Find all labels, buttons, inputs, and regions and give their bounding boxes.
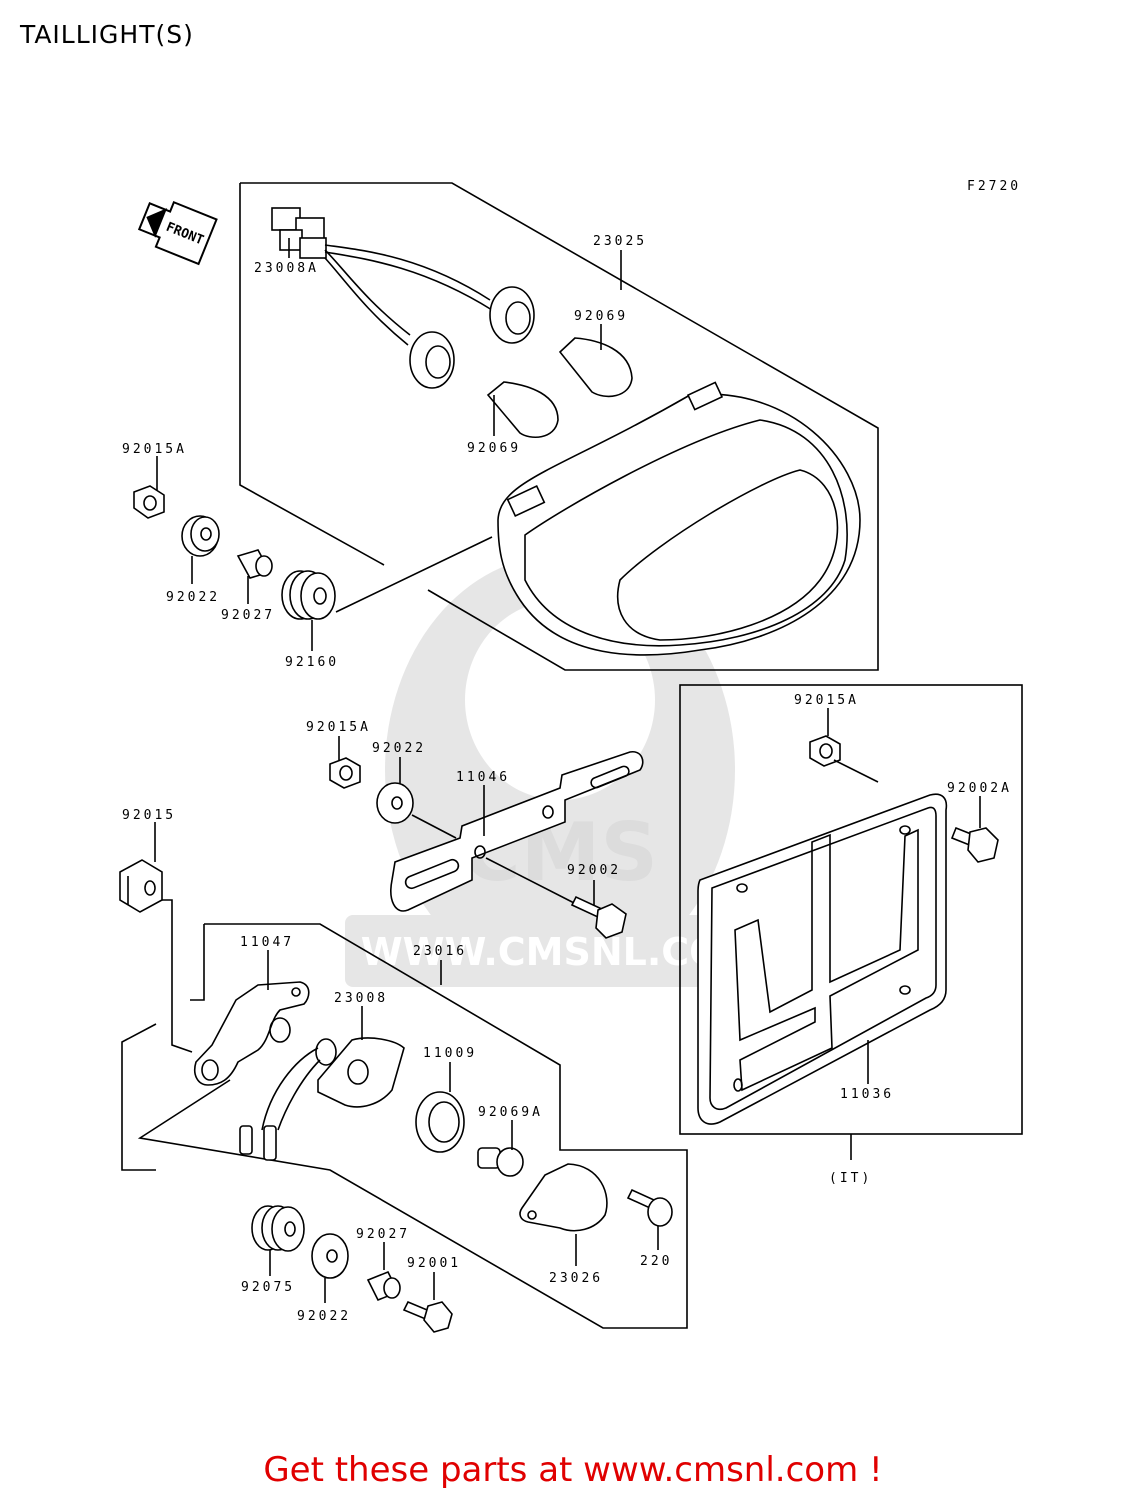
label-92022-lower: 92022 [297, 1309, 351, 1324]
collar-92027-upper [236, 549, 273, 579]
bolt-92002A [950, 826, 999, 863]
license-lamp-group-outline [121, 923, 688, 1329]
label-92001: 92001 [407, 1256, 461, 1271]
footer-link[interactable]: Get these parts at www.cmsnl.com ! [263, 1450, 883, 1490]
label-23008: 23008 [334, 991, 388, 1006]
socket-23008 [239, 1037, 405, 1161]
bulb-92069-lower [486, 381, 559, 439]
gasket-11009 [415, 1091, 465, 1153]
bulb-92069-upper [558, 337, 633, 398]
taillight-lens [497, 381, 861, 656]
washer-92022-middle [376, 782, 414, 824]
label-92002A: 92002A [947, 781, 1012, 796]
figure-code: F2720 [967, 179, 1021, 194]
label-92002: 92002 [567, 863, 621, 878]
label-23025: 23025 [593, 234, 647, 249]
label-92069-upper: 92069 [574, 309, 628, 324]
label-region-it: (IT) [829, 1171, 872, 1186]
label-92022-upper: 92022 [166, 590, 220, 605]
label-92160: 92160 [285, 655, 339, 670]
label-11036: 11036 [840, 1087, 894, 1102]
label-23008A: 23008A [254, 261, 319, 276]
nut-92015A-upper [133, 485, 165, 519]
label-92075: 92075 [241, 1280, 295, 1295]
bracket-11047 [193, 981, 310, 1086]
label-92015A-plate: 92015A [794, 693, 859, 708]
label-92069-lower: 92069 [467, 441, 521, 456]
bulb-92069A [477, 1147, 524, 1177]
label-11009: 11009 [423, 1046, 477, 1061]
label-11047: 11047 [240, 935, 294, 950]
leader-lines [154, 238, 981, 1303]
bolt-92002 [485, 857, 627, 939]
label-92015A-upper: 92015A [122, 442, 187, 457]
label-92027-upper: 92027 [221, 608, 275, 623]
nut-92015A-middle [329, 757, 361, 789]
label-220: 220 [640, 1254, 672, 1269]
collar-92027-lower [366, 1270, 401, 1302]
washer-92022-lower [311, 1233, 349, 1279]
screw-220 [626, 1188, 673, 1227]
label-92069A: 92069A [478, 1105, 543, 1120]
leader-92160 [335, 536, 493, 613]
grommet-92160 [281, 570, 336, 620]
label-23026: 23026 [549, 1271, 603, 1286]
bracket-11046 [390, 751, 644, 912]
grommet-92075 [251, 1205, 305, 1252]
taillight-assembly-outline [239, 182, 879, 671]
front-arrow-icon: FRONT [137, 200, 218, 266]
part-labels: 23025 23008A 92069 92069 92015A 92022 92… [122, 234, 1012, 1324]
label-92027-lower: 92027 [356, 1227, 410, 1242]
bolt-92001 [402, 1300, 453, 1333]
clip-92015 [119, 859, 193, 1053]
label-92015: 92015 [122, 808, 176, 823]
license-plate-bracket-11036 [697, 793, 948, 1125]
leader-washer-bracket [411, 814, 457, 839]
nut-92015A-plate [809, 735, 841, 767]
label-23016: 23016 [413, 944, 467, 959]
watermark-url-text: WWW.CMSNL.COM [361, 930, 760, 974]
page-title: TAILLIGHT(S) [20, 20, 194, 49]
leader-nut-plate [833, 759, 879, 783]
label-92015A-middle: 92015A [306, 720, 371, 735]
lens-23026 [519, 1163, 608, 1232]
label-92022-middle: 92022 [372, 741, 426, 756]
watermark-banner [345, 915, 775, 987]
harness-23008A [271, 207, 535, 389]
label-11046: 11046 [456, 770, 510, 785]
washer-92022-upper [181, 515, 220, 557]
